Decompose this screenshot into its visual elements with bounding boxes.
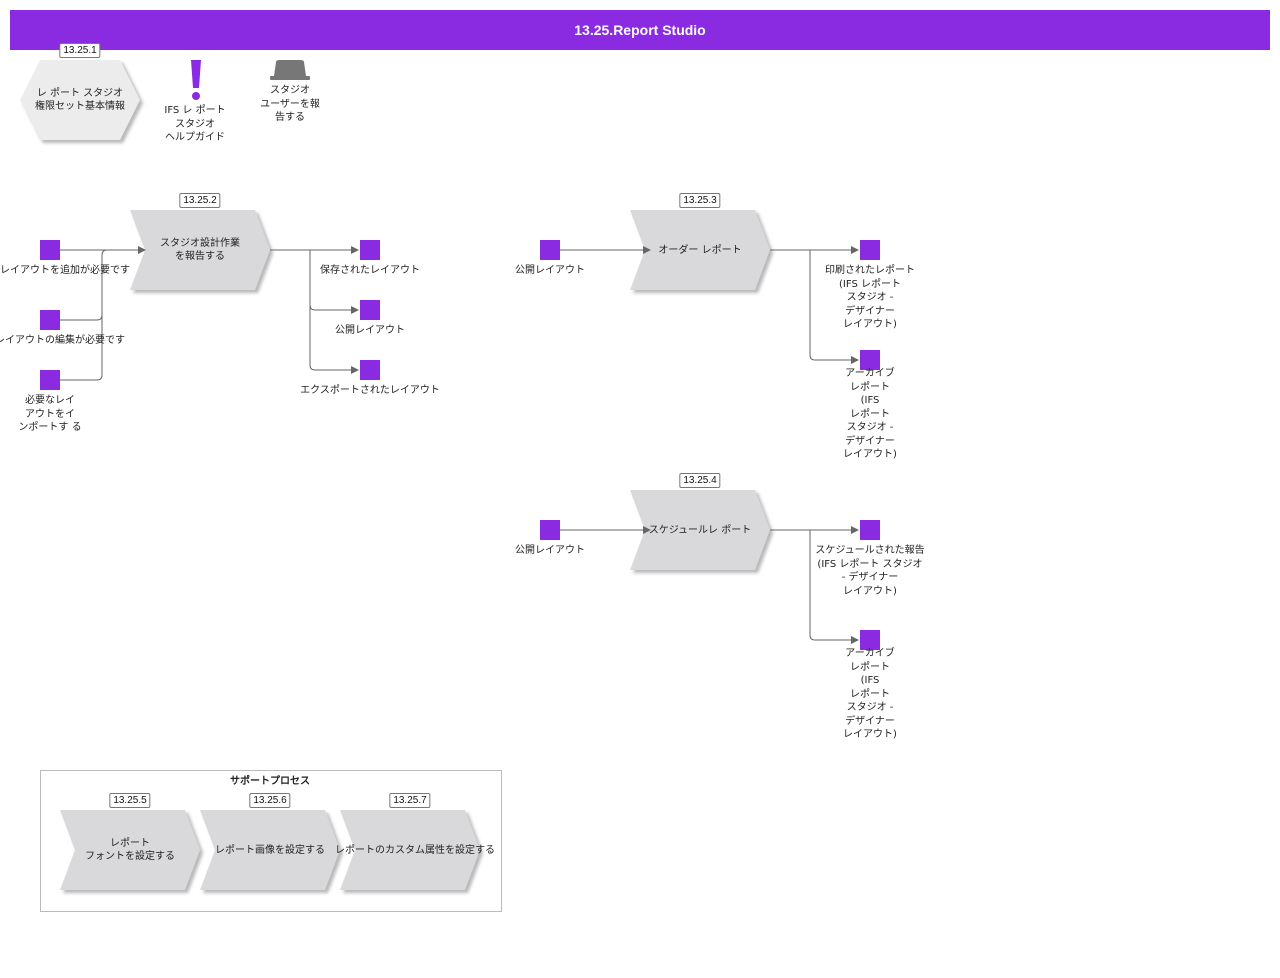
output-event-marker[interactable]: [360, 300, 380, 320]
process-chevron-13-25-3[interactable]: [630, 210, 770, 290]
output-event-marker[interactable]: [860, 350, 880, 370]
input-event-marker[interactable]: [40, 370, 60, 390]
tag-13-25-7: 13.25.7: [389, 793, 431, 808]
output-event-marker[interactable]: [860, 520, 880, 540]
process-chevron-13-25-4[interactable]: [630, 490, 770, 570]
output-event-label: 印刷されたレポート (IFS レポート スタジオ - デザイナー レイアウト): [825, 265, 915, 330]
output-event-label: スケジュールされた報告 (IFS レポート スタジオ - デザイナー レイアウト…: [815, 545, 925, 597]
process-label: スケジュールレ ポート: [648, 524, 752, 536]
help-guide-label[interactable]: IFS レ ポート スタジオ ヘルプガイド: [164, 105, 226, 143]
output-event-marker[interactable]: [360, 240, 380, 260]
input-event-marker[interactable]: [40, 310, 60, 330]
process-chevron-13-25-7[interactable]: [340, 810, 480, 890]
output-event-label: アーカイブ レポート (IFS レポート スタジオ - デザイナー レイアウト): [843, 368, 897, 460]
process-label: レポート画像を設定する: [215, 844, 325, 856]
output-event-marker[interactable]: [360, 360, 380, 380]
input-event-label: レイアウトの編集が必要です: [0, 335, 125, 346]
process-label: レポート フォントを設定する: [85, 838, 175, 862]
input-event-label: レイアウトを追加が必要です: [0, 265, 130, 276]
process-chevron-13-25-5[interactable]: [60, 810, 200, 890]
input-event-marker[interactable]: [40, 240, 60, 260]
exclamation-icon: [191, 60, 201, 100]
process-label: スタジオ設計作業 を報告する: [160, 238, 240, 262]
output-event-label: 保存されたレイアウト: [320, 265, 420, 276]
process-chevron-13-25-2[interactable]: [130, 210, 270, 290]
process-chevron-13-25-6[interactable]: [200, 810, 340, 890]
output-event-label: アーカイブ レポート (IFS レポート スタジオ - デザイナー レイアウト): [843, 648, 897, 740]
output-event-label: エクスポートされたレイアウト: [300, 385, 440, 396]
tag-13-25-5: 13.25.5: [109, 793, 151, 808]
page-title: 13.25.Report Studio: [10, 10, 1270, 50]
connectors-p2: [60, 246, 359, 381]
connectors-p3: [560, 246, 859, 364]
hat-icon: [270, 60, 310, 80]
process-label: オーダー レポート: [658, 244, 742, 256]
tag-13-25-3: 13.25.3: [679, 193, 721, 208]
process-label: レポートのカスタム属性を設定する: [335, 844, 495, 856]
support-process-title: サポートプロセス: [230, 776, 310, 787]
tag-13-25-4: 13.25.4: [679, 473, 721, 488]
hexagon-label: レ ポート スタジオ 権限セット基本情報: [35, 88, 125, 112]
input-event-marker[interactable]: [540, 240, 560, 260]
input-event-label: 必要なレイ アウトをイ ンポートす る: [18, 395, 82, 433]
role-hexagon[interactable]: [20, 60, 140, 140]
studio-user-label[interactable]: スタジオ ユーザーを報 告する: [260, 85, 320, 123]
output-event-marker[interactable]: [860, 630, 880, 650]
tag-13-25-1: 13.25.1: [59, 43, 101, 58]
connectors-p4: [560, 526, 859, 644]
output-event-label: 公開レイアウト: [335, 325, 405, 336]
output-event-marker[interactable]: [860, 240, 880, 260]
input-event-marker[interactable]: [540, 520, 560, 540]
tag-13-25-2: 13.25.2: [179, 193, 221, 208]
input-event-label: 公開レイアウト: [515, 265, 585, 276]
support-process-group: [40, 770, 502, 912]
input-event-label: 公開レイアウト: [515, 545, 585, 556]
tag-13-25-6: 13.25.6: [249, 793, 291, 808]
